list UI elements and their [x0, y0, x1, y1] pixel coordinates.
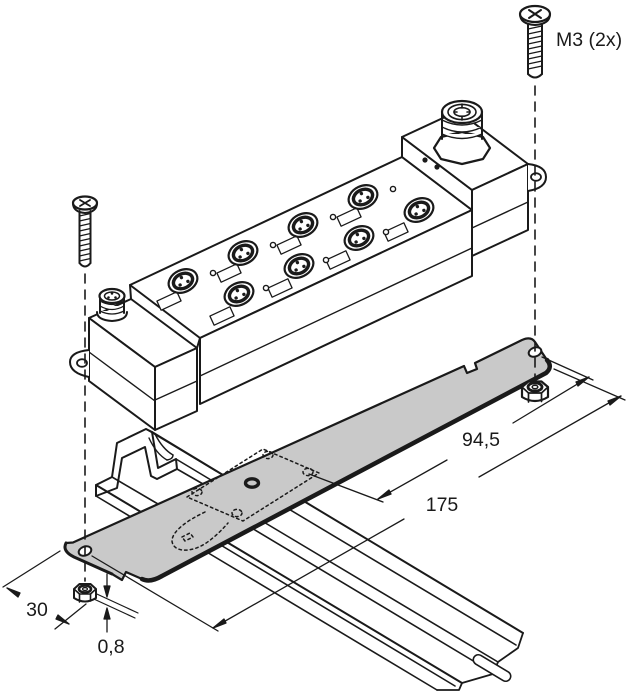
module-vent-dot [434, 164, 440, 170]
dimension-plate-thickness: 0,8 [82, 573, 139, 658]
m3-screw-left [71, 195, 99, 268]
dim-hole-spacing-text: 94,5 [462, 429, 500, 451]
mounting-plate [63, 337, 552, 583]
dimension-plate-length: 175 [91, 368, 626, 632]
dim-plate-length-text: 175 [426, 494, 459, 516]
dimensions: 94,5 175 30 [2, 356, 626, 658]
port-labels [156, 207, 409, 326]
led-indicators [209, 185, 397, 292]
module-tab-right [527, 163, 547, 192]
module-vent-dot [422, 157, 428, 163]
module-tab-left [69, 349, 90, 378]
hex-nut-right [520, 380, 550, 403]
dimension-edge-offset: 30 [2, 550, 87, 630]
dim-edge-offset-text: 30 [26, 599, 48, 621]
adapter-outline [171, 448, 320, 551]
screw-spec-label: M3 (2x) [556, 29, 622, 51]
m8-connector [96, 287, 128, 322]
m3-screw-right [518, 4, 552, 79]
plate-hole-right [527, 346, 543, 358]
dim-plate-thickness-text: 0,8 [97, 636, 124, 658]
din-rail [95, 428, 524, 691]
io-module [69, 99, 547, 431]
rail-slot-hole [472, 653, 512, 683]
m12-connector [432, 99, 492, 166]
hex-nut-left [73, 583, 97, 603]
m8-ports [167, 184, 435, 307]
adapter-center-hole [243, 477, 261, 489]
screw-axis-lines [84, 85, 536, 582]
